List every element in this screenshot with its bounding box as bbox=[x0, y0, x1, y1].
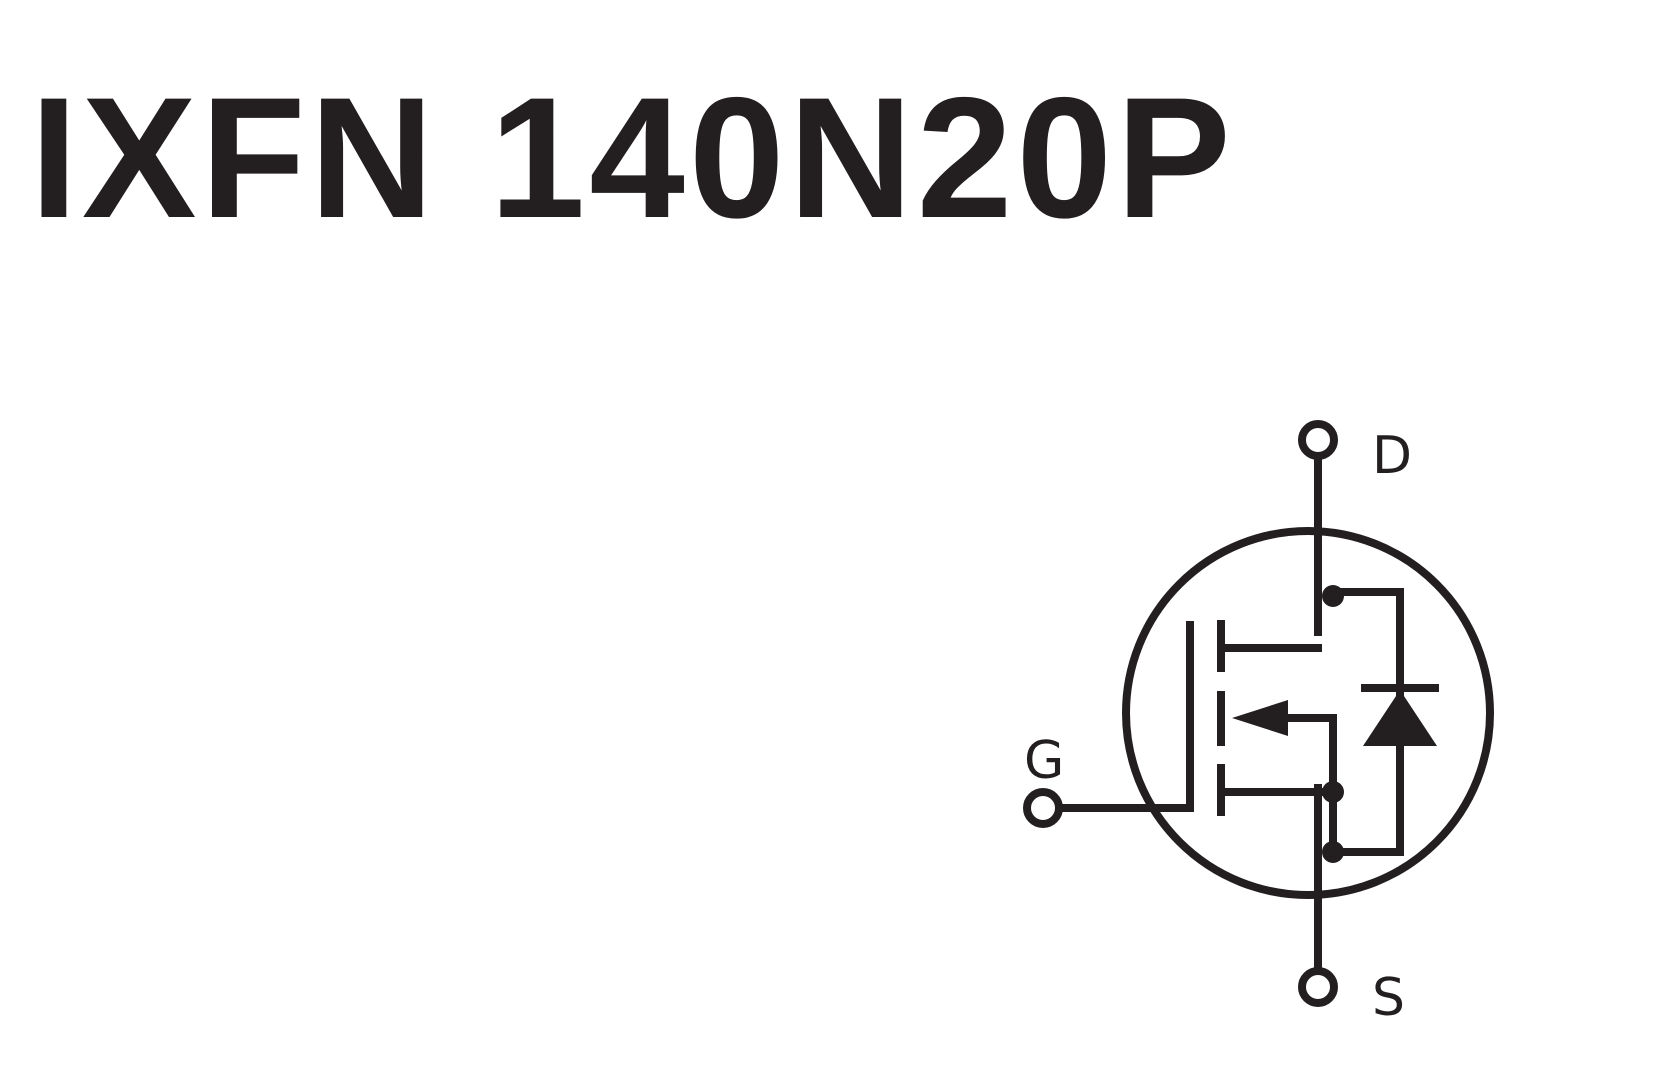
envelope-circle bbox=[1122, 527, 1494, 899]
gate-pin-label: G bbox=[1024, 731, 1064, 791]
schematic-fills bbox=[1232, 585, 1437, 863]
junction-dot-source bbox=[1322, 781, 1344, 803]
part-number-title: IXFN 140N20P bbox=[30, 62, 1235, 254]
diode-anode-triangle-icon bbox=[1363, 690, 1437, 746]
drain-pin-label: D bbox=[1372, 426, 1412, 486]
gate-terminal-icon bbox=[1023, 788, 1063, 828]
junction-dot-lower bbox=[1322, 841, 1344, 863]
body-arrow-icon bbox=[1232, 700, 1288, 736]
drain-terminal-icon bbox=[1298, 420, 1338, 460]
junction-dot-drain bbox=[1322, 585, 1344, 607]
source-pin-label: S bbox=[1372, 968, 1405, 1028]
schematic-lines bbox=[1023, 420, 1494, 1007]
source-terminal-icon bbox=[1298, 967, 1338, 1007]
